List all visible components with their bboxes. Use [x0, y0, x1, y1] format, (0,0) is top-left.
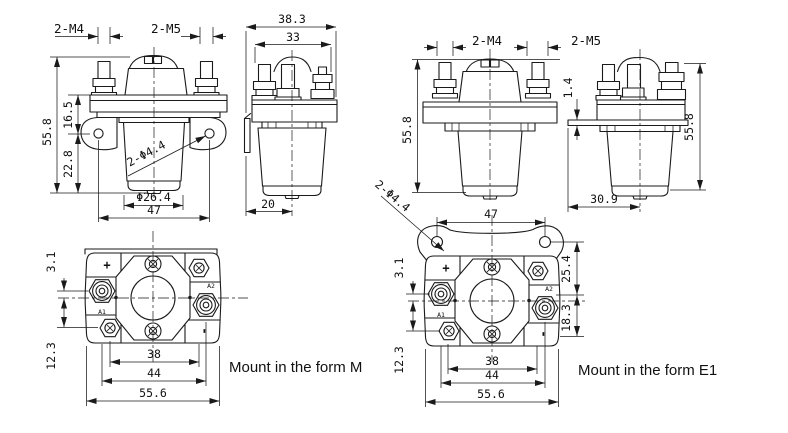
dim-m-front-thread-large: 2-M5	[151, 21, 181, 36]
dim-m-bottom-total-width: 55.6	[139, 386, 167, 400]
view-m-bottom: + A2 A1 - 3.1 12.3 38 44 55.6	[44, 231, 248, 406]
view-m-front: 2-M4 2-M5 55.8 16.5 22.8 2-Φ4.4 Φ26.4 47	[40, 21, 228, 222]
caption-form-m: Mount in the form M	[229, 359, 362, 376]
terminal-a1-label: A1	[98, 308, 106, 316]
terminal-a2-label: A2	[545, 285, 553, 293]
dim-e1-front-thread-small: 2-M4	[472, 33, 502, 48]
dim-e1-bottom-mount-holes: 2-Φ4.4	[372, 177, 413, 214]
dim-m-side-cap-width: 33	[286, 30, 300, 44]
dim-e1-bottom-offset-bottom: 12.3	[392, 346, 406, 374]
dim-e1-bottom-offset-top: 3.1	[392, 258, 406, 279]
view-e1-front: 2-M4 2-M5 55.8	[400, 33, 601, 203]
dim-m-front-flange-to-hole: 16.5	[61, 101, 75, 129]
terminal-minus-label: -	[198, 327, 212, 334]
dim-m-bottom-offset-top: 3.1	[44, 252, 58, 273]
dim-e1-front-total-height: 55.8	[400, 116, 414, 144]
dim-m-front-hole-to-base: 22.8	[61, 150, 75, 178]
dim-e1-bottom-total-width: 55.6	[477, 387, 505, 401]
dim-e1-side-thread-large: 2-M5	[571, 33, 601, 48]
dim-m-front-body-dia: Φ26.4	[136, 190, 171, 204]
dim-m-front-hole-span: 47	[147, 203, 161, 217]
dim-m-bottom-terminal-span: 44	[147, 366, 161, 380]
e1-mounting-bracket	[417, 225, 564, 263]
dim-m-front-thread-small: 2-M4	[54, 21, 84, 36]
dim-e1-side-plate-offset: 30.9	[590, 192, 618, 206]
dim-m-side-base-offset: 20	[261, 197, 275, 211]
dim-e1-side-total-height: 55.8	[682, 113, 696, 141]
terminal-plus-label: +	[442, 261, 449, 275]
view-e1-bottom: + A2 A1 - 2-Φ4.4 47 3.1 12.3 25.4 18.3 3…	[372, 177, 588, 407]
dim-e1-bottom-terminal-span: 44	[485, 368, 499, 382]
view-e1-side: 1.4 30.9 55.8	[561, 49, 706, 212]
view-m-side: 38.3 33 20	[243, 12, 338, 216]
dim-e1-bottom-bolt-span: 38	[485, 354, 499, 368]
dim-m-bottom-bolt-span: 38	[147, 347, 161, 361]
terminal-a1-label: A1	[437, 311, 445, 319]
dim-m-side-total-width: 38.3	[278, 12, 306, 26]
dim-e1-bottom-hole-to-terminal: 25.4	[559, 255, 573, 283]
terminal-plus-label: +	[103, 258, 110, 272]
terminal-a2-label: A2	[207, 282, 215, 290]
dim-e1-side-plate-thickness: 1.4	[561, 78, 575, 99]
dim-e1-bottom-hole-span: 47	[484, 207, 498, 221]
dim-m-bottom-offset-bottom: 12.3	[44, 342, 58, 370]
caption-form-e1: Mount in the form E1	[578, 362, 717, 379]
terminal-minus-label: -	[537, 330, 551, 337]
dim-m-front-total-height: 55.8	[40, 118, 54, 146]
dim-e1-bottom-terminal-to-base: 18.3	[559, 304, 573, 332]
